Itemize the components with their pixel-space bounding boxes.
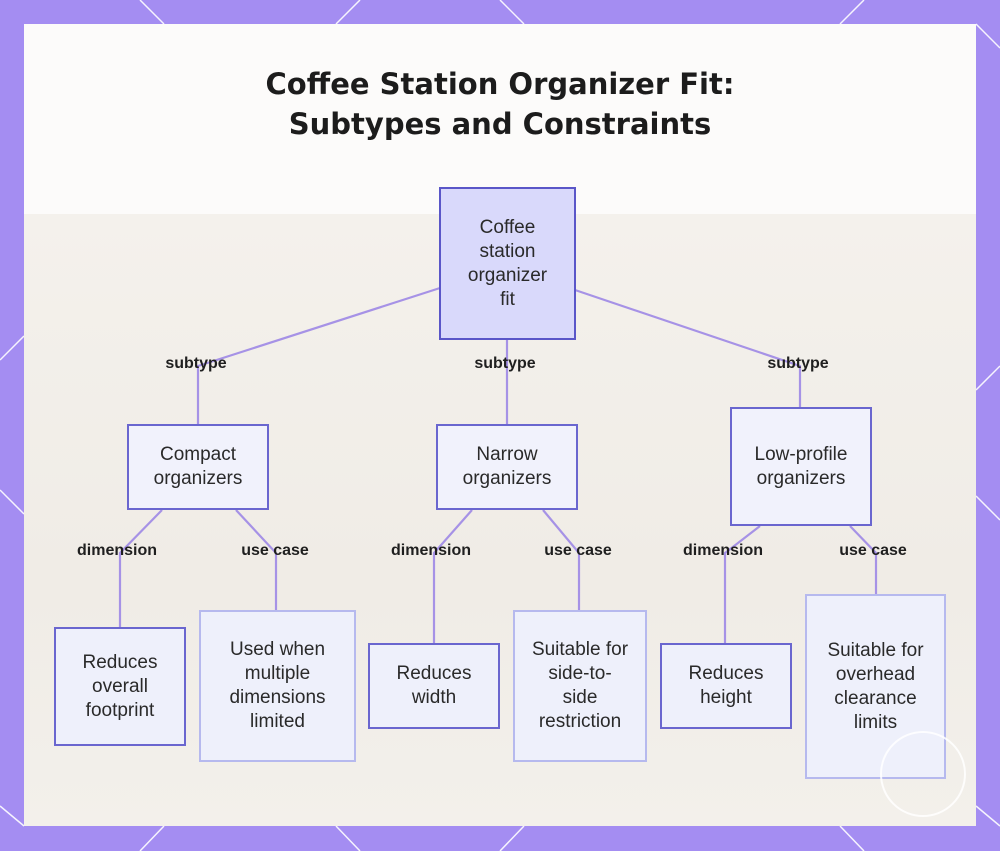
edge-compact-usecase xyxy=(235,509,278,611)
node-low-profile-dimension: Reduces height xyxy=(660,643,792,729)
edge-label-dimension: dimension xyxy=(390,542,472,559)
node-low-profile-organizers: Low-profile organizers xyxy=(730,407,872,526)
title-line-1: Coffee Station Organizer Fit: xyxy=(265,67,735,101)
watermark-seal xyxy=(880,731,966,817)
diagram-title: Coffee Station Organizer Fit: Subtypes a… xyxy=(0,64,1000,144)
edge-label-subtype: subtype xyxy=(767,355,829,372)
edge-narrow-dimension xyxy=(432,509,473,644)
node-compact-organizers: Compact organizers xyxy=(127,424,269,510)
background-blur-top xyxy=(24,24,976,214)
node-narrow-organizers: Narrow organizers xyxy=(436,424,578,510)
edge-root-compact xyxy=(196,286,441,425)
edge-label-use-case: use case xyxy=(241,542,309,559)
edge-label-use-case: use case xyxy=(839,542,907,559)
edge-label-dimension: dimension xyxy=(76,542,158,559)
node-narrow-dimension: Reduces width xyxy=(368,643,500,729)
edge-label-subtype: subtype xyxy=(165,355,227,372)
edge-lowprofile-usecase xyxy=(849,525,878,595)
node-narrow-use-case: Suitable for side-to-side restriction xyxy=(513,610,647,762)
edge-label-use-case: use case xyxy=(544,542,612,559)
edge-lowprofile-dimension xyxy=(723,525,761,644)
edge-root-lowprofile xyxy=(574,288,802,408)
edge-narrow-usecase xyxy=(542,509,581,611)
node-compact-use-case: Used when multiple dimensions limited xyxy=(199,610,356,762)
title-line-2: Subtypes and Constraints xyxy=(288,107,712,141)
edge-compact-dimension xyxy=(118,509,163,628)
node-root: Coffee station organizer fit xyxy=(439,187,576,340)
edge-label-subtype: subtype xyxy=(474,355,536,372)
node-compact-dimension: Reduces overall footprint xyxy=(54,627,186,746)
edge-label-dimension: dimension xyxy=(682,542,764,559)
